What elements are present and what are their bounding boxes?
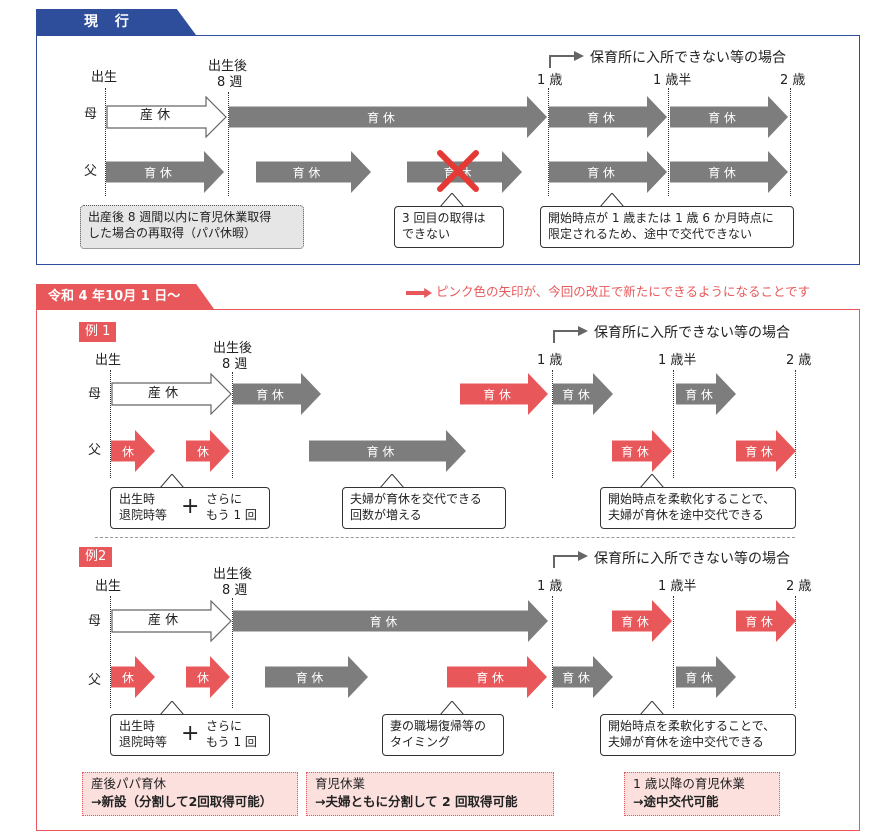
father-label: 父 — [84, 164, 98, 179]
maternity-arrow-3 — [111, 600, 232, 642]
example-separator — [95, 537, 795, 538]
nursery-corner-arrow-icon-3 — [553, 551, 588, 568]
new-panel — [36, 309, 860, 831]
current-panel — [36, 35, 860, 265]
note-pointer — [440, 193, 464, 207]
nursery-note: 保育所に入所できない等の場合 — [590, 50, 786, 66]
age1-line — [548, 88, 549, 196]
current-tab: 現 行 — [36, 9, 196, 35]
mother-label-2: 母 — [88, 387, 102, 402]
week8-line-2 — [232, 372, 233, 478]
maternity-arrow — [106, 96, 227, 138]
mother-label: 母 — [84, 107, 98, 122]
note-pointer-2 — [600, 193, 624, 207]
flex-note-ex1: 開始時点を柔軟化することで、夫婦が育休を途中交代できる — [600, 487, 796, 529]
after-birth-label: 出生後 — [208, 59, 248, 74]
weeks8-label-2: 8 週 — [222, 357, 248, 372]
age1-line-2 — [552, 370, 553, 478]
birth-plus-note-ex1: 出生時退院時等 + さらにもう 1 回 — [110, 487, 270, 529]
birth-label-2: 出生 — [95, 353, 122, 368]
maternity-label-3: 産 休 — [148, 613, 179, 628]
age15-line-3 — [673, 596, 674, 708]
week8-line-3 — [232, 598, 233, 708]
age15-line-2 — [673, 370, 674, 478]
age2-line-2 — [795, 370, 796, 478]
age15-label: 1 歳半 — [653, 73, 692, 88]
birth-label: 出生 — [91, 70, 118, 85]
age15-label-2: 1 歳半 — [658, 353, 697, 368]
birth-label-3: 出生 — [95, 579, 122, 594]
age2-label-3: 2 歳 — [786, 579, 812, 594]
week8-line — [228, 92, 229, 196]
note-pointer-5 — [640, 474, 664, 488]
after-birth-label-3: 出生後 — [213, 567, 253, 582]
note-pointer-7 — [440, 701, 464, 715]
weeks8-label: 8 週 — [217, 75, 243, 90]
age1-label: 1 歳 — [537, 73, 563, 88]
mother-label-3: 母 — [88, 614, 102, 629]
nursery-note-2: 保育所に入所できない等の場合 — [594, 325, 790, 341]
legend-text: ピンク色の矢印が、今回の改正で新たにできるようになることです — [436, 284, 811, 299]
maternity-label: 産 休 — [140, 108, 171, 123]
age15-label-3: 1 歳半 — [658, 579, 697, 594]
summary-papa-box: 産後パパ育休→新設（分割して2回取得可能） — [82, 772, 298, 816]
note-pointer-4 — [380, 474, 404, 488]
age2-line — [790, 88, 791, 196]
start-point-note: 開始時点が 1 歳または 1 歳 6 か月時点に限定されるため、途中で交代できな… — [540, 206, 794, 248]
age15-line — [668, 88, 669, 196]
age1-label-3: 1 歳 — [537, 579, 563, 594]
birth-line — [105, 88, 106, 196]
birth-plus-note-ex2: 出生時退院時等 + さらにもう 1 回 — [110, 714, 270, 756]
cross-mark-icon — [437, 150, 479, 192]
note-pointer-8 — [640, 701, 664, 715]
birth-line-3 — [110, 596, 111, 708]
example1-label: 例 1 — [79, 322, 117, 342]
summary-after1-box: 1 歳以降の育児休業→途中交代可能 — [624, 772, 780, 816]
maternity-arrow-2 — [111, 373, 232, 415]
nursery-corner-arrow-icon — [549, 51, 584, 68]
father-label-2: 父 — [88, 443, 102, 458]
nursery-note-3: 保育所に入所できない等の場合 — [594, 551, 790, 567]
pink-legend-arrow-icon — [406, 288, 432, 298]
nursery-corner-arrow-icon-2 — [553, 326, 588, 343]
age2-label: 2 歳 — [780, 73, 806, 88]
papa-leave-note: 出産後 8 週間以内に育児休業取得した場合の再取得（パパ休暇） — [80, 205, 304, 249]
maternity-label-2: 産 休 — [148, 386, 179, 401]
summary-childcare-box: 育児休業→夫婦ともに分割して 2 回取得可能 — [306, 772, 554, 816]
example2-label: 例2 — [79, 547, 113, 567]
age1-line-3 — [552, 596, 553, 708]
age1-label-2: 1 歳 — [537, 353, 563, 368]
weeks8-label-3: 8 週 — [222, 583, 248, 598]
age2-label-2: 2 歳 — [786, 353, 812, 368]
new-tab: 令和 4 年10月 1 日〜 — [36, 284, 214, 309]
birth-line-2 — [110, 370, 111, 478]
note-pointer-6 — [160, 701, 184, 715]
third-time-note: 3 回目の取得はできない — [394, 206, 504, 248]
flex-note-ex2: 開始時点を柔軟化することで、夫婦が育休を途中交代できる — [600, 714, 796, 756]
note-pointer-3 — [160, 474, 184, 488]
father-label-3: 父 — [88, 673, 102, 688]
after-birth-label-2: 出生後 — [213, 341, 253, 356]
timing-note-ex2: 妻の職場復帰等のタイミング — [382, 714, 504, 756]
age2-line-3 — [795, 596, 796, 708]
swap-note-ex1: 夫婦が育休を交代できる回数が増える — [342, 487, 506, 529]
